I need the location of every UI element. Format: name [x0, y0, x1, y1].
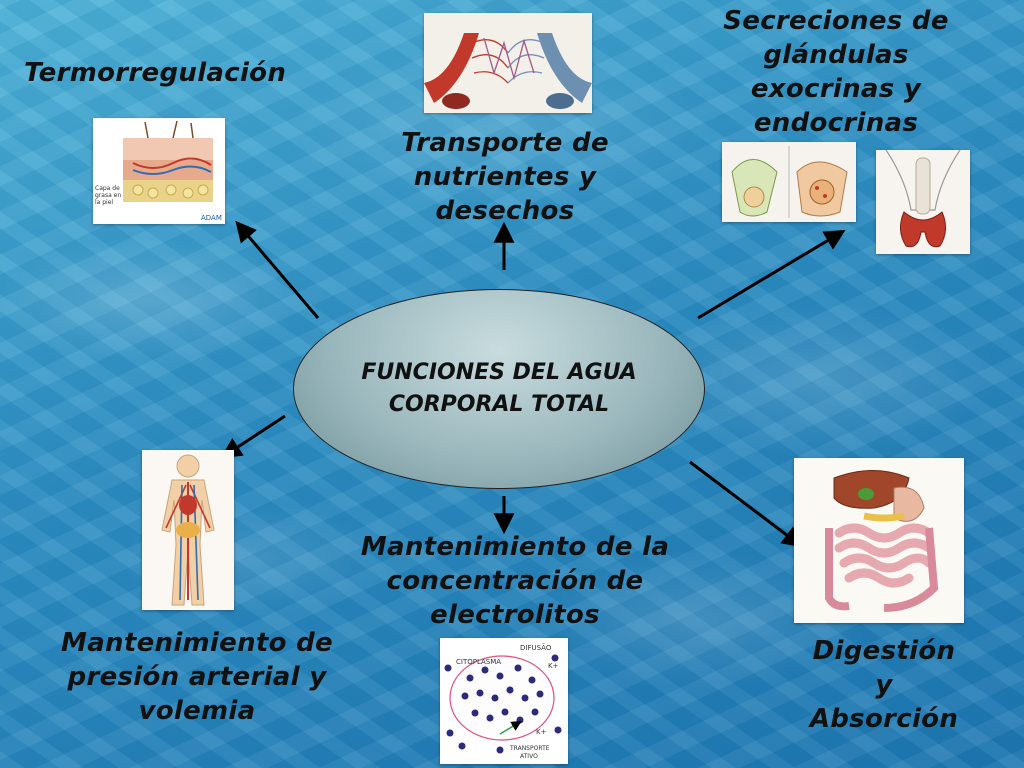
cell-diffusion-image: DIFUSÃO CITOPLASMA K+ K+ TRANSPORTE ATIV…: [440, 638, 568, 764]
transport-label-1: TRANSPORTE: [509, 745, 550, 752]
transport-line-3: desechos: [435, 196, 575, 226]
digestion-line-2: y: [875, 670, 893, 700]
digestion-line-3: Absorción: [809, 704, 959, 734]
transport-line-1: Transporte de: [401, 128, 609, 158]
secretions-line-1: Secreciones de: [723, 6, 949, 36]
label-secreciones: Secreciones de glándulas exocrinas y end…: [706, 4, 966, 140]
electrolytes-line-1: Mantenimiento de la: [360, 532, 670, 562]
diffusion-label: DIFUSÃO: [520, 643, 552, 652]
secretions-line-4: endocrinas: [753, 108, 919, 138]
center-topic-ellipse: FUNCIONES DEL AGUA CORPORAL TOTAL: [293, 289, 705, 489]
skin-caption-3: la piel: [95, 199, 113, 206]
skin-caption-2: grasa en: [95, 192, 121, 199]
skin-diagram-image: Capa de grasa en la piel ADAM: [93, 118, 225, 224]
k-ion-label-2: K+: [536, 728, 547, 736]
pressure-line-1: Mantenimiento de: [61, 628, 333, 658]
digestive-system-image: [794, 458, 964, 623]
skin-brand: ADAM: [201, 214, 222, 222]
secretions-line-3: exocrinas y: [750, 74, 922, 104]
label-digestion: Digestión y Absorción: [798, 634, 970, 736]
capillary-bed-image: [424, 13, 592, 113]
arrow-to-digestion: [689, 460, 804, 548]
transport-label-2: ATIVO: [520, 753, 538, 760]
center-line-2: CORPORAL TOTAL: [388, 392, 610, 417]
thermo-line-1: Termorregulación: [24, 58, 287, 88]
label-electrolitos: Mantenimiento de la concentración de ele…: [340, 530, 690, 632]
circulatory-body-image: [142, 450, 234, 610]
electrolytes-line-3: electrolitos: [430, 600, 600, 630]
arrow-to-termorregulacion: [235, 220, 320, 319]
gland-diagram-image: [722, 142, 856, 222]
electrolytes-line-2: concentración de: [386, 566, 644, 596]
pressure-line-3: volemia: [138, 696, 256, 726]
pressure-line-2: presión arterial y: [67, 662, 327, 692]
label-transporte: Transporte de nutrientes y desechos: [380, 126, 630, 228]
transport-line-2: nutrientes y: [413, 162, 597, 192]
center-topic-text: FUNCIONES DEL AGUA CORPORAL TOTAL: [319, 357, 679, 421]
arrow-to-secreciones: [697, 229, 846, 320]
thyroid-image: [876, 150, 970, 254]
secretions-line-2: glándulas: [763, 40, 909, 70]
digestion-line-1: Digestión: [812, 636, 956, 666]
center-line-1: FUNCIONES DEL AGUA: [361, 360, 637, 385]
label-termorregulacion: Termorregulación: [24, 56, 286, 90]
cytoplasm-label: CITOPLASMA: [456, 658, 501, 666]
label-presion-arterial: Mantenimiento de presión arterial y vole…: [44, 626, 350, 728]
skin-caption-1: Capa de: [95, 185, 120, 192]
k-ion-label-1: K+: [548, 662, 559, 670]
